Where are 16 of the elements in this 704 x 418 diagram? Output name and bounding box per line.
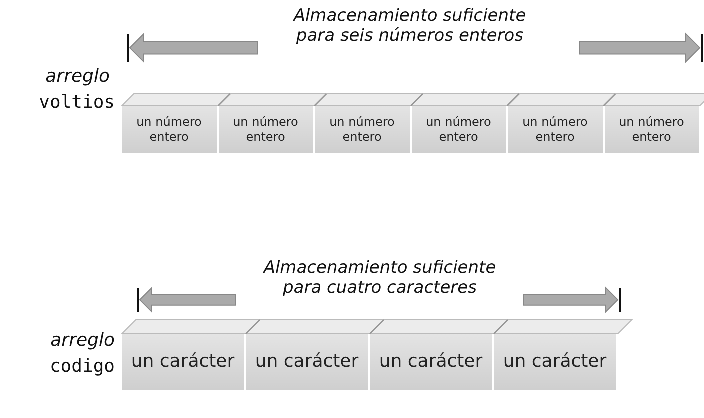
memory-cell: un carácter: [122, 334, 246, 390]
dimension-label: Almacenamiento suficiente para cuatro caracteres: [262, 258, 498, 298]
memory-cell: un carácter: [494, 334, 618, 390]
memory-cell: un número entero: [122, 106, 218, 153]
memory-cell: un carácter: [246, 334, 370, 390]
memory-cell: un número entero: [604, 106, 701, 153]
memory-cell: un número entero: [508, 106, 604, 153]
memory-cell: un número entero: [412, 106, 508, 153]
memory-cell: un número entero: [218, 106, 315, 153]
array-name: codigo: [48, 356, 115, 377]
memory-cell: un carácter: [370, 334, 494, 390]
dimension-label: Almacenamiento suficiente para seis números enteros: [292, 6, 528, 46]
memory-cell: un número entero: [315, 106, 412, 153]
array-label: arreglo: [50, 330, 115, 351]
array-label: arreglo: [44, 66, 110, 87]
array-name: voltios: [38, 92, 115, 113]
